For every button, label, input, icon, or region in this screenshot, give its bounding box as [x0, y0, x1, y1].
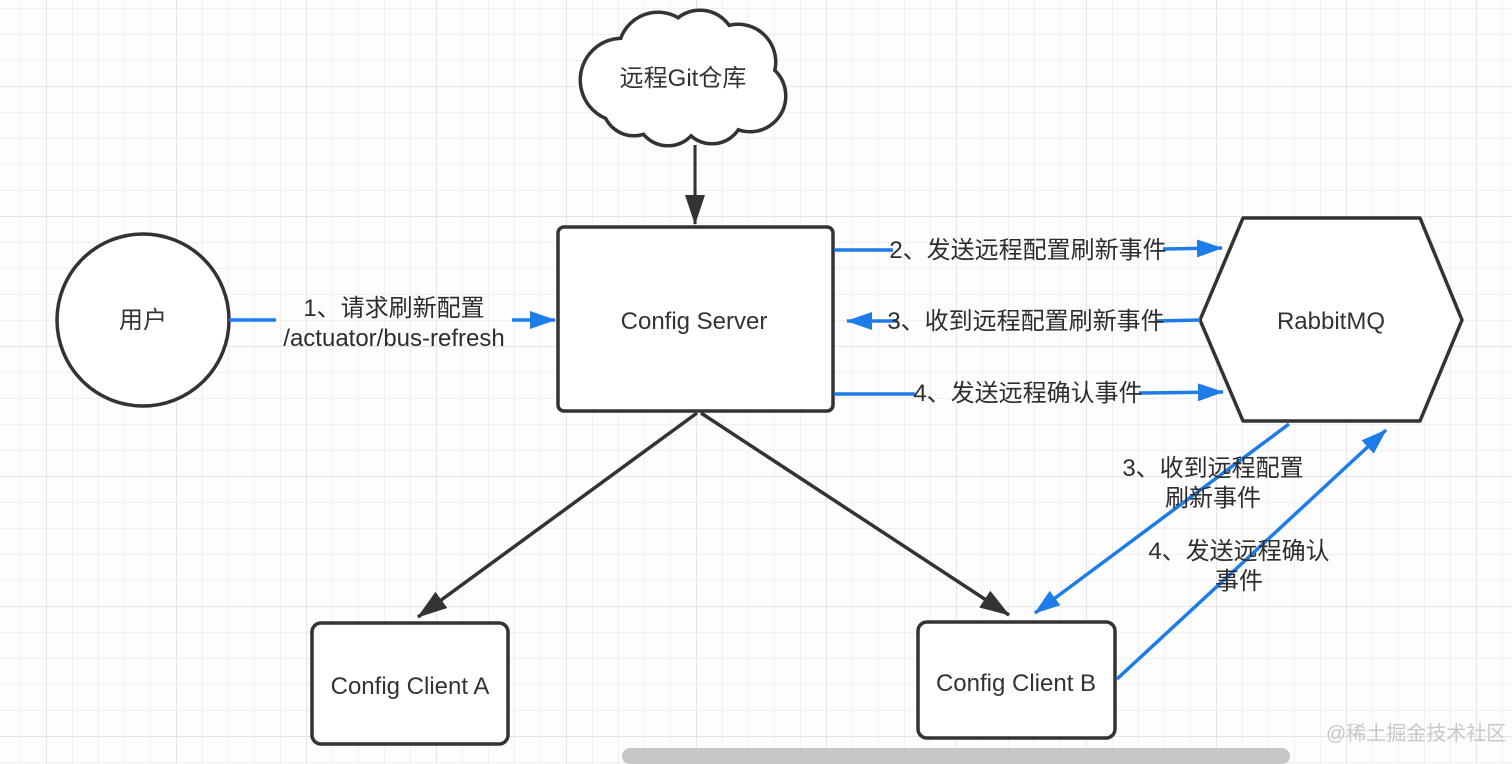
rabbitmq-label: RabbitMQ: [1276, 308, 1386, 335]
edge-label-send-refresh: 2、发送远程配置刷新事件: [889, 237, 1167, 264]
edge-label-user-request-line2: /actuator/bus-refresh: [283, 325, 505, 352]
edge-label-send-ack: 4、发送远程确认事件: [913, 380, 1143, 407]
edge-recv-refresh-seg1: [1156, 318, 1201, 323]
horizontal-scrollbar-thumb[interactable]: [622, 748, 1290, 764]
config-server-label: Config Server: [620, 308, 768, 335]
edge-label-user-request-line1: 1、请求刷新配置: [303, 295, 485, 322]
git-repo-label: 远程Git仓库: [619, 65, 747, 92]
edge-label-client-send-ack: 4、发送远程确认 事件: [1148, 537, 1329, 597]
edge-label-client-recv-refresh-line1: 3、收到远程配置: [1122, 455, 1304, 482]
edge-label-client-recv-refresh: 3、收到远程配置 刷新事件: [1122, 454, 1303, 514]
edge-label-client-send-ack-line1: 4、发送远程确认: [1148, 538, 1330, 565]
watermark: @稀土掘金技术社区: [1326, 723, 1507, 745]
edge-label-user-request: 1、请求刷新配置 /actuator/bus-refresh: [283, 294, 504, 354]
git-repo-cloud-shape: [578, 8, 788, 148]
edge-client-b-to-mq: [1115, 428, 1388, 681]
edge-label-client-send-ack-line2: 事件: [1214, 568, 1263, 595]
edge-server-to-client-a: [416, 411, 699, 619]
edge-send-refresh-seg2: [1162, 239, 1223, 258]
user-label: 用户: [119, 307, 167, 334]
config-client-b-shape: [916, 620, 1117, 740]
config-client-a-label: Config Client A: [330, 673, 490, 700]
edge-send-ack-seg2: [1138, 383, 1224, 402]
edge-label-client-recv-refresh-line2: 刷新事件: [1164, 485, 1261, 512]
edge-server-to-client-b: [700, 411, 1010, 617]
edge-mq-to-client-b: [1033, 422, 1291, 615]
edge-label-recv-refresh: 3、收到远程配置刷新事件: [887, 308, 1165, 335]
config-server-shape: [556, 225, 835, 413]
config-client-b-label: Config Client B: [935, 670, 1097, 697]
config-client-a-shape: [310, 621, 510, 746]
